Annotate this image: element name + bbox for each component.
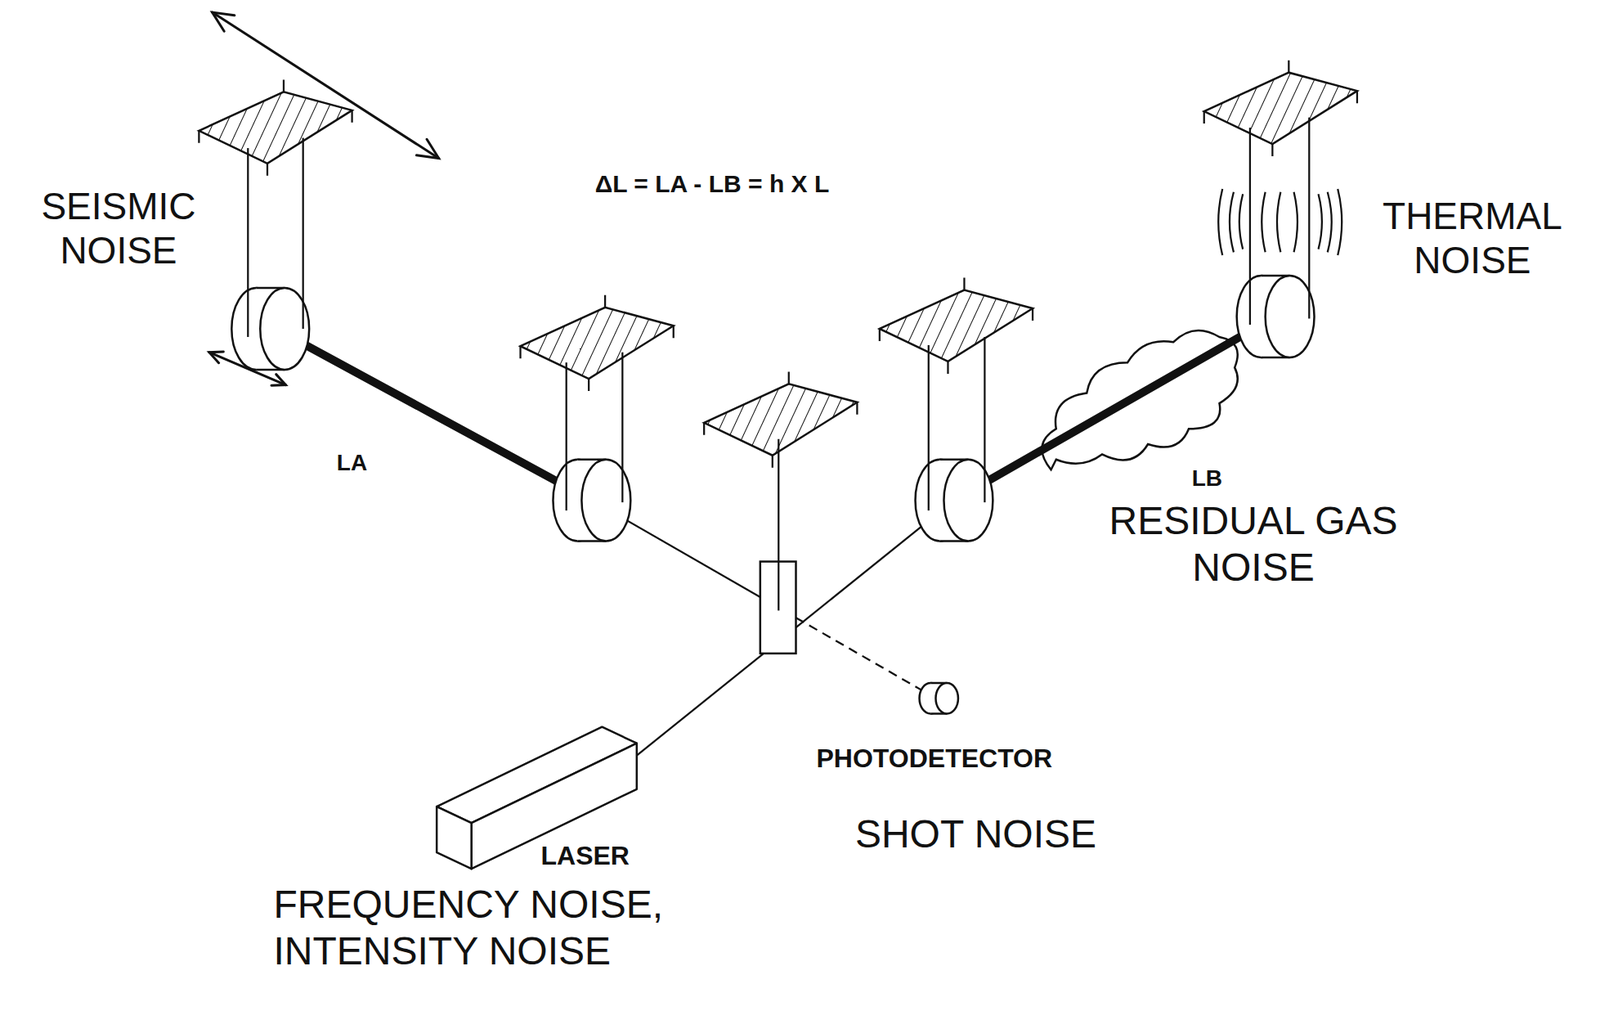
vibration-arc bbox=[1239, 193, 1243, 249]
platform-tick bbox=[198, 79, 352, 175]
vibration-arc bbox=[1277, 192, 1281, 253]
arm-length-label: LA bbox=[336, 448, 368, 476]
mass-face bbox=[1265, 275, 1315, 358]
noise-label: RESIDUAL GAS NOISE bbox=[1061, 497, 1446, 591]
vibration-arc bbox=[1294, 192, 1298, 253]
suspension-wire bbox=[983, 336, 986, 502]
vibration-arc bbox=[1327, 192, 1332, 253]
noise-label: THERMAL NOISE bbox=[1365, 193, 1580, 283]
test-mass bbox=[231, 287, 310, 370]
arrow-head bbox=[271, 374, 286, 386]
suspension-platforms bbox=[198, 72, 1358, 456]
suspension-wire bbox=[302, 138, 305, 329]
noise-label: FREQUENCY NOISE, INTENSITY NOISE bbox=[273, 881, 764, 974]
vibration-arc bbox=[1229, 192, 1234, 253]
vibration-arc bbox=[1218, 188, 1223, 256]
beam-line bbox=[636, 500, 955, 756]
suspension-platform bbox=[520, 307, 674, 379]
arrow-head bbox=[416, 138, 439, 158]
arrow-head bbox=[209, 351, 224, 364]
test-masses bbox=[231, 275, 1314, 654]
suspension-wire bbox=[777, 439, 780, 611]
thermal-vibration bbox=[1218, 188, 1342, 256]
platform-tick bbox=[703, 371, 857, 467]
component-label: PHOTODETECTOR bbox=[815, 743, 1053, 775]
suspension-platform bbox=[703, 383, 857, 455]
platform-tick bbox=[520, 295, 674, 391]
arm-beams bbox=[275, 316, 1276, 501]
laser-end-face bbox=[436, 806, 471, 869]
seismic-arrow bbox=[209, 12, 440, 386]
noise-label: SEISMIC NOISE bbox=[12, 183, 225, 274]
mass-face bbox=[259, 287, 310, 370]
arm-beam bbox=[275, 328, 592, 501]
vibration-arc bbox=[1337, 188, 1342, 256]
arm-beam bbox=[954, 316, 1276, 501]
suspension-platform bbox=[198, 91, 352, 163]
arrow-head bbox=[212, 12, 235, 32]
test-mass bbox=[552, 459, 631, 542]
photodetector bbox=[919, 682, 959, 713]
vibration-arc bbox=[1261, 192, 1265, 253]
suspension-wire bbox=[927, 345, 930, 511]
suspension-wire bbox=[246, 147, 249, 337]
component-label: LASER bbox=[540, 840, 629, 872]
suspension-platform bbox=[879, 290, 1033, 362]
suspension-wire bbox=[565, 362, 568, 511]
suspension-platform bbox=[1204, 72, 1358, 144]
test-mass bbox=[915, 459, 994, 542]
thin-beams bbox=[591, 500, 955, 756]
suspension-wire bbox=[1249, 127, 1251, 325]
detector-face bbox=[935, 682, 958, 713]
equation-label: ΔL = LA - LB = h X L bbox=[595, 169, 830, 198]
platform-tick bbox=[879, 277, 1033, 374]
platform-ticks bbox=[198, 60, 1358, 468]
test-mass bbox=[1236, 275, 1315, 358]
suspension-wire bbox=[1308, 117, 1310, 319]
arm-length-label: LB bbox=[1192, 464, 1223, 492]
vibration-arc bbox=[1318, 193, 1323, 249]
platform-tick bbox=[1204, 60, 1358, 157]
suspension-wire bbox=[621, 352, 623, 502]
noise-label: SHOT NOISE bbox=[855, 811, 1097, 858]
output-beam-dashed bbox=[796, 617, 924, 691]
